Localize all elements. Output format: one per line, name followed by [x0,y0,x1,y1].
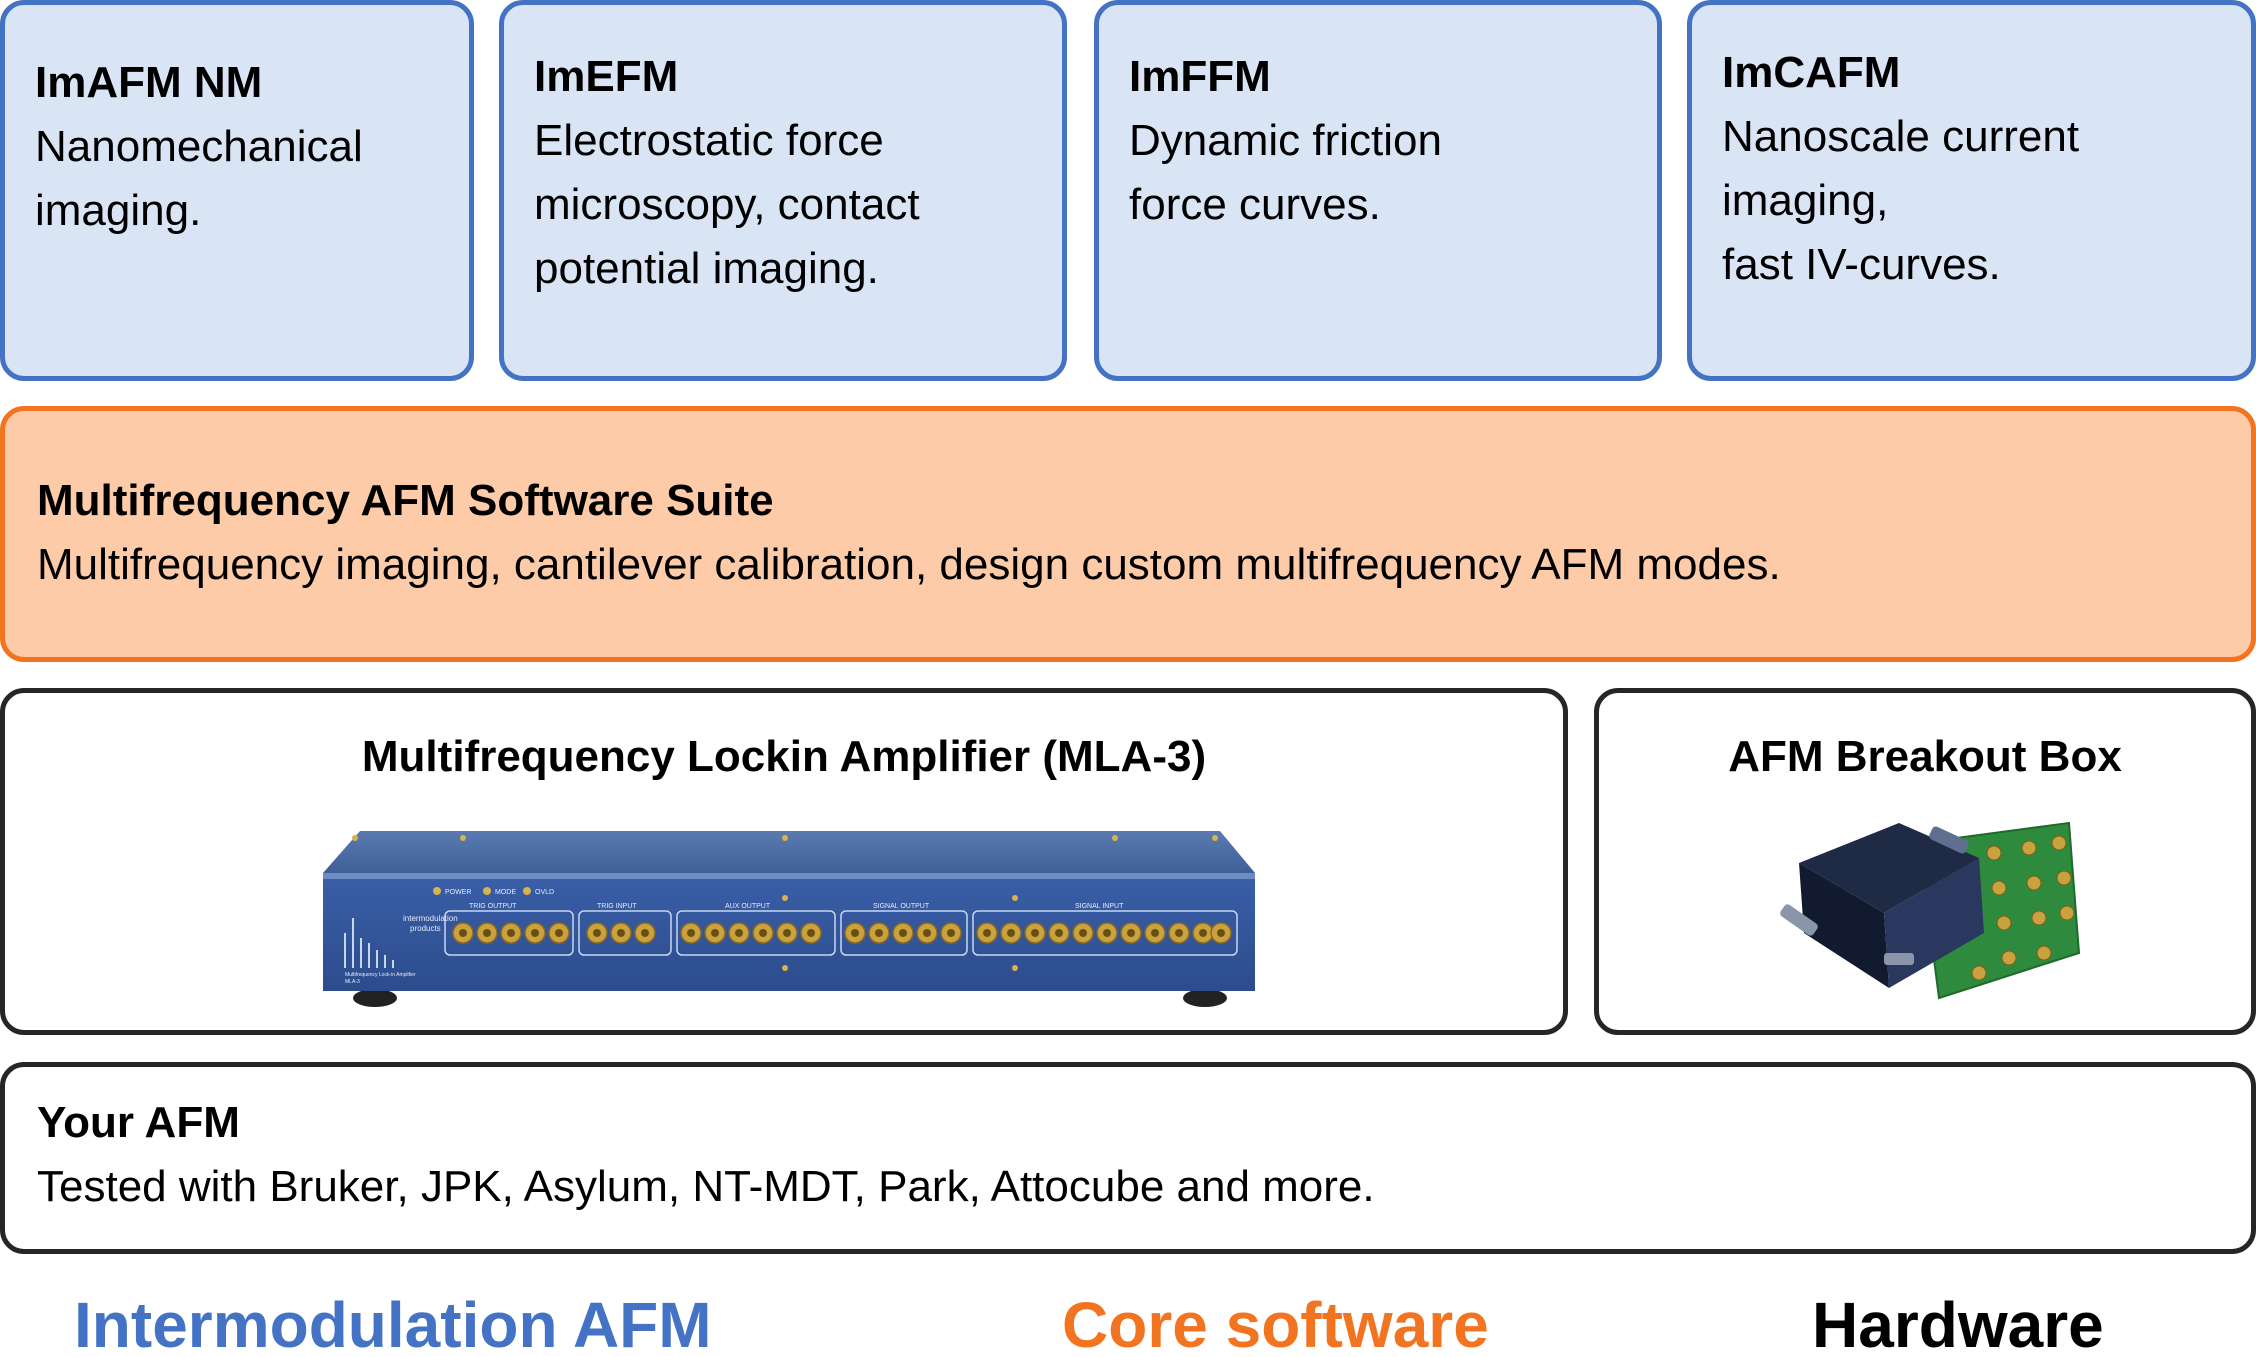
module-imffm: ImFFM Dynamic friction force curves. [1094,0,1662,381]
pcb-connector [1996,915,2012,931]
module-description: Nanomechanical imaging. [35,122,363,235]
pcb-connector [1971,965,1987,981]
bnc-connector-pin [507,929,515,937]
your-afm-box: Your AFM Tested with Bruker, JPK, Asylum… [0,1062,2256,1254]
bnc-connector-pin [735,929,743,937]
pcb-connector [2059,905,2075,921]
pcb-connector [2026,875,2042,891]
bnc-connector-pin [1217,929,1225,937]
software-suite-box: Multifrequency AFM Software Suite Multif… [0,406,2256,662]
pcb-connector [2056,870,2072,886]
pcb-connectors [1971,835,2075,981]
panel-trig-input-label: TRIG INPUT [597,903,637,910]
panel-aux-output-label: AUX OUTPUT [725,903,771,910]
mla-3-device-illustration: intermodulation products Multifrequency … [323,831,1255,1007]
lockin-amplifier-title: Multifrequency Lockin Amplifier (MLA-3) [361,732,1207,781]
bnc-connector-pin [531,929,539,937]
panel-mode-label: MODE [495,889,516,896]
bnc-connector-pin [459,929,467,937]
bnc-connector-pin [1199,929,1207,937]
panel-trig-output-label: TRIG OUTPUT [469,903,517,910]
bnc-connector-pin [711,929,719,937]
software-suite-description: Multifrequency imaging, cantilever calib… [37,540,1781,589]
module-imefm: ImEFM Electrostatic force microscopy, co… [499,0,1067,381]
breakout-box-title: AFM Breakout Box [1728,732,2122,781]
module-title: ImCAFM [1722,48,1901,97]
waveform-logo-icon [344,918,394,968]
bnc-connector-pin [1127,929,1135,937]
bnc-connector-pin [1031,929,1039,937]
pcb-connector [1986,845,2002,861]
your-afm-description: Tested with Bruker, JPK, Asylum, NT-MDT,… [37,1162,1375,1211]
bnc-connector-pin [687,929,695,937]
module-description: Dynamic friction force curves. [1129,116,1442,229]
bnc-connector-pin [807,929,815,937]
bnc-connector-pin [759,929,767,937]
panel-product-line1: Multifrequency Lock-in Amplifier [345,972,416,978]
bnc-connector-pin [1103,929,1111,937]
module-description: Nanoscale current imaging, fast IV-curve… [1722,112,2080,289]
core-software-label: Core software [1062,1289,1489,1357]
panel-signal-output-label: SIGNAL OUTPUT [873,903,930,910]
intermodulation-afm-label: Intermodulation AFM [74,1289,712,1357]
pcb-connector [2031,910,2047,926]
bnc-connector-pin [555,929,563,937]
pcb-connector [2051,835,2067,851]
bnc-connector-pin [1007,929,1015,937]
breakout-box-illustration [1780,821,2081,1000]
module-title: ImFFM [1129,52,1271,101]
panel-ovld-label: OVLD [535,889,554,896]
lockin-amplifier-box: Multifrequency Lockin Amplifier (MLA-3) [0,688,1568,1035]
hardware-label: Hardware [1812,1289,2104,1357]
bnc-connectors [452,922,1232,944]
module-imafm-nm: ImAFM NM Nanomechanical imaging. [0,0,474,381]
bnc-connector-pin [1175,929,1183,937]
bnc-connector-pin [593,929,601,937]
bnc-connector-pin [1151,929,1159,937]
bnc-connector-pin [899,929,907,937]
bnc-connector-pin [617,929,625,937]
panel-brand-line1: intermodulation [403,914,458,923]
bnc-connector-pin [1079,929,1087,937]
bnc-connector-pin [783,929,791,937]
bnc-connector-pin [947,929,955,937]
your-afm-title: Your AFM [37,1098,240,1147]
panel-power-label: POWER [445,889,471,896]
pcb-connector [2036,945,2052,961]
module-title: ImEFM [534,52,679,101]
bnc-connector-pin [983,929,991,937]
pcb-connector [2021,840,2037,856]
bnc-connector-pin [1055,929,1063,937]
bnc-connector-pin [483,929,491,937]
bnc-connector-pin [875,929,883,937]
pcb-connector [2001,950,2017,966]
panel-signal-input-label: SIGNAL INPUT [1075,903,1124,910]
bnc-connector-pin [851,929,859,937]
bnc-connector-pin [641,929,649,937]
module-title: ImAFM NM [35,58,263,107]
breakout-box: AFM Breakout Box [1594,688,2256,1035]
module-imcafm: ImCAFM Nanoscale current imaging, fast I… [1687,0,2256,381]
software-suite-title: Multifrequency AFM Software Suite [37,476,774,525]
module-description: Electrostatic force microscopy, contact … [534,116,920,293]
panel-product-line2: MLA-3 [345,979,360,985]
bnc-connector-pin [923,929,931,937]
panel-brand-line2: products [410,924,441,933]
pcb-connector [1991,880,2007,896]
